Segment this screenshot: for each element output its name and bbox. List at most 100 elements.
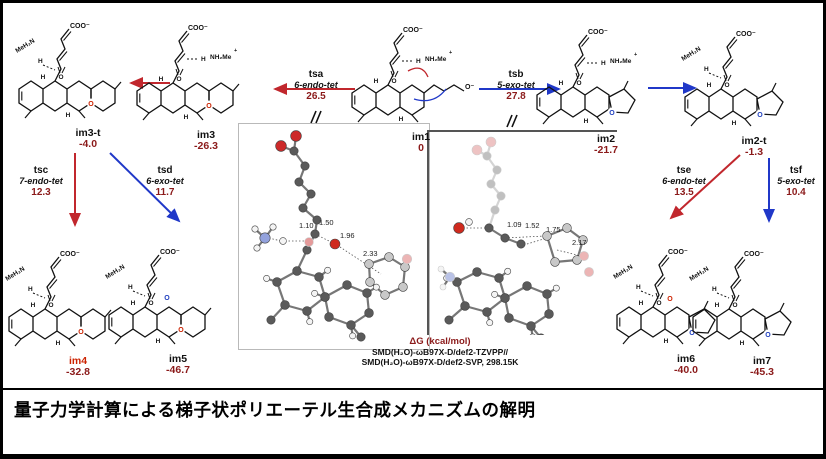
svg-text:H: H bbox=[416, 58, 421, 65]
svg-text:O: O bbox=[58, 74, 63, 81]
species-label: im7 bbox=[752, 355, 772, 367]
svg-text:H: H bbox=[601, 60, 606, 67]
species-label: im5 bbox=[168, 353, 188, 365]
svg-text:H: H bbox=[707, 82, 712, 89]
species-label: im2-t bbox=[741, 135, 767, 147]
pyran-oxygen: O bbox=[178, 327, 184, 334]
species-label: im6 bbox=[676, 353, 696, 365]
svg-text:O: O bbox=[732, 302, 737, 309]
svg-text:H: H bbox=[584, 118, 589, 125]
svg-text:H: H bbox=[66, 112, 71, 119]
ts-mode: 7-endo-tet bbox=[19, 176, 63, 186]
svg-text:O: O bbox=[176, 76, 181, 83]
amine-label: MeH₂N bbox=[688, 265, 710, 282]
tie-mark-tsb bbox=[506, 114, 518, 128]
svg-text:H: H bbox=[201, 56, 206, 63]
svg-text:H: H bbox=[131, 300, 136, 307]
svg-text:O: O bbox=[667, 296, 673, 303]
svg-text:H: H bbox=[38, 58, 43, 65]
species-energy: -1.3 bbox=[744, 146, 764, 158]
svg-text:H: H bbox=[184, 114, 189, 121]
svg-text:O: O bbox=[164, 295, 170, 302]
svg-text:H: H bbox=[41, 74, 46, 81]
distance-label: 1.75 bbox=[546, 225, 561, 234]
distance-label: 1.10 bbox=[299, 221, 314, 230]
thf-oxygen: O bbox=[609, 110, 615, 117]
svg-text:H: H bbox=[704, 66, 709, 73]
figure-title-banner: 量子力学計算による梯子状ポリエーテル生合成メカニズムの解明 bbox=[14, 400, 536, 420]
svg-text:+: + bbox=[234, 48, 237, 54]
svg-text:H: H bbox=[28, 286, 33, 293]
svg-text:O: O bbox=[724, 82, 729, 89]
amine-label: MeH₂N bbox=[612, 263, 634, 280]
ring-system bbox=[18, 80, 92, 112]
svg-text:H: H bbox=[31, 302, 36, 309]
svg-text:H: H bbox=[732, 120, 737, 127]
amine-label: NH₂Me bbox=[610, 58, 632, 65]
thf-oxygen: O bbox=[689, 330, 695, 337]
carboxylate-label: COO⁻ bbox=[160, 249, 180, 256]
species-label: im3-t bbox=[75, 127, 101, 139]
red-curved-arrow bbox=[407, 67, 429, 78]
ts-name: tsd bbox=[157, 165, 173, 176]
species-energy: -40.0 bbox=[674, 364, 698, 376]
ts-name: tsb bbox=[508, 69, 524, 80]
reaction-arrows-layer bbox=[3, 3, 823, 454]
ts-mode: 6-endo-tet bbox=[294, 80, 338, 90]
ts-mode: 5-exo-tet bbox=[497, 80, 535, 90]
pyran-oxygen: O bbox=[206, 103, 212, 110]
thf-oxygen: O bbox=[765, 332, 771, 339]
ts-barrier: 11.7 bbox=[155, 187, 175, 198]
amine-label: MeH₂N bbox=[14, 37, 36, 54]
species-energy: -21.7 bbox=[594, 144, 618, 156]
svg-text:H: H bbox=[374, 78, 379, 85]
ts-barrier: 13.5 bbox=[674, 187, 694, 198]
ring-system bbox=[616, 306, 690, 338]
method-line-1: SMD(H₂O)-ωB97X-D/def2-TZVPP// bbox=[371, 347, 509, 357]
arrow-tse bbox=[669, 154, 741, 220]
ts-name: tsc bbox=[33, 165, 49, 176]
alkoxide-label: O⁻ bbox=[465, 84, 474, 91]
svg-text:O: O bbox=[391, 78, 396, 85]
species-energy: -45.3 bbox=[750, 366, 774, 378]
svg-text:O: O bbox=[656, 300, 661, 307]
carboxylate-label: COO⁻ bbox=[70, 23, 90, 30]
svg-text:O: O bbox=[148, 300, 153, 307]
carboxylate-label: COO⁻ bbox=[588, 29, 608, 36]
ts-mode: 6-exo-tet bbox=[146, 176, 184, 186]
carboxylate-label: COO⁻ bbox=[188, 25, 208, 32]
method-line-2: SMD(H₂O)-ωB97X-D/def2-SVP, 298.15K bbox=[361, 357, 519, 367]
distance-label: 1.50 bbox=[319, 218, 334, 227]
svg-text:H: H bbox=[715, 302, 720, 309]
svg-text:O: O bbox=[576, 80, 581, 87]
species-energy: 0 bbox=[418, 142, 424, 154]
pyran-oxygen: O bbox=[78, 329, 84, 336]
ring-system bbox=[136, 82, 210, 114]
ts-barrier: 10.4 bbox=[786, 187, 806, 198]
species-label: im2 bbox=[596, 133, 616, 145]
svg-text:H: H bbox=[639, 300, 644, 307]
banner-divider bbox=[3, 388, 823, 390]
carboxylate-label: COO⁻ bbox=[668, 249, 688, 256]
species-energy: -4.0 bbox=[78, 138, 98, 150]
distance-label: 1.52 bbox=[525, 221, 540, 230]
ring-system bbox=[692, 308, 766, 340]
